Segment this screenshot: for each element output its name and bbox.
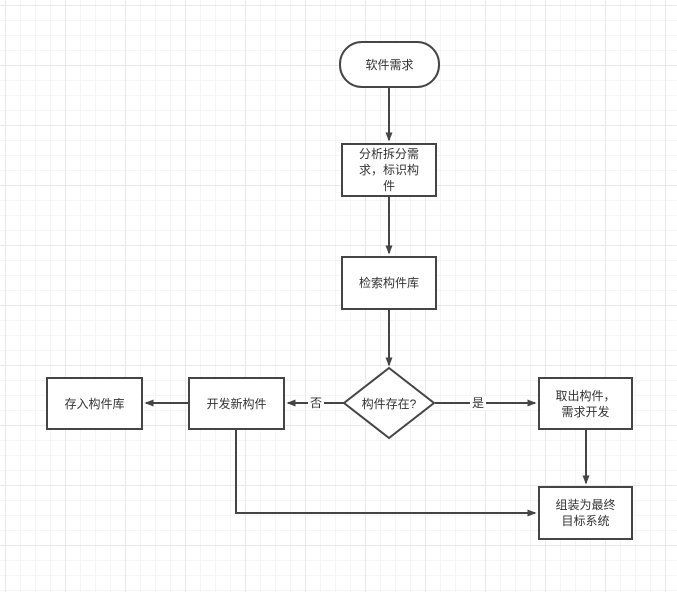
node-assemble-final-system[interactable]: 组装为最终 目标系统: [538, 486, 633, 540]
node-takeout-component[interactable]: 取出构件， 需求开发: [538, 377, 633, 430]
edge-label-yes[interactable]: 是: [469, 396, 487, 410]
node-decision-component-exists[interactable]: 构件存在?: [361, 396, 417, 411]
node-decision-shape[interactable]: [342, 366, 436, 440]
edge-develop-to-assemble[interactable]: [235, 430, 537, 517]
node-develop-new-component[interactable]: 开发新构件: [188, 377, 285, 430]
edge-label-no[interactable]: 否: [307, 396, 325, 410]
node-store-into-library[interactable]: 存入构件库: [46, 377, 143, 430]
node-software-requirements[interactable]: 软件需求: [339, 41, 440, 88]
node-analyze-split-requirements[interactable]: 分析拆分需 求，标识构 件: [341, 143, 437, 197]
node-search-component-library[interactable]: 检索构件库: [341, 256, 437, 310]
